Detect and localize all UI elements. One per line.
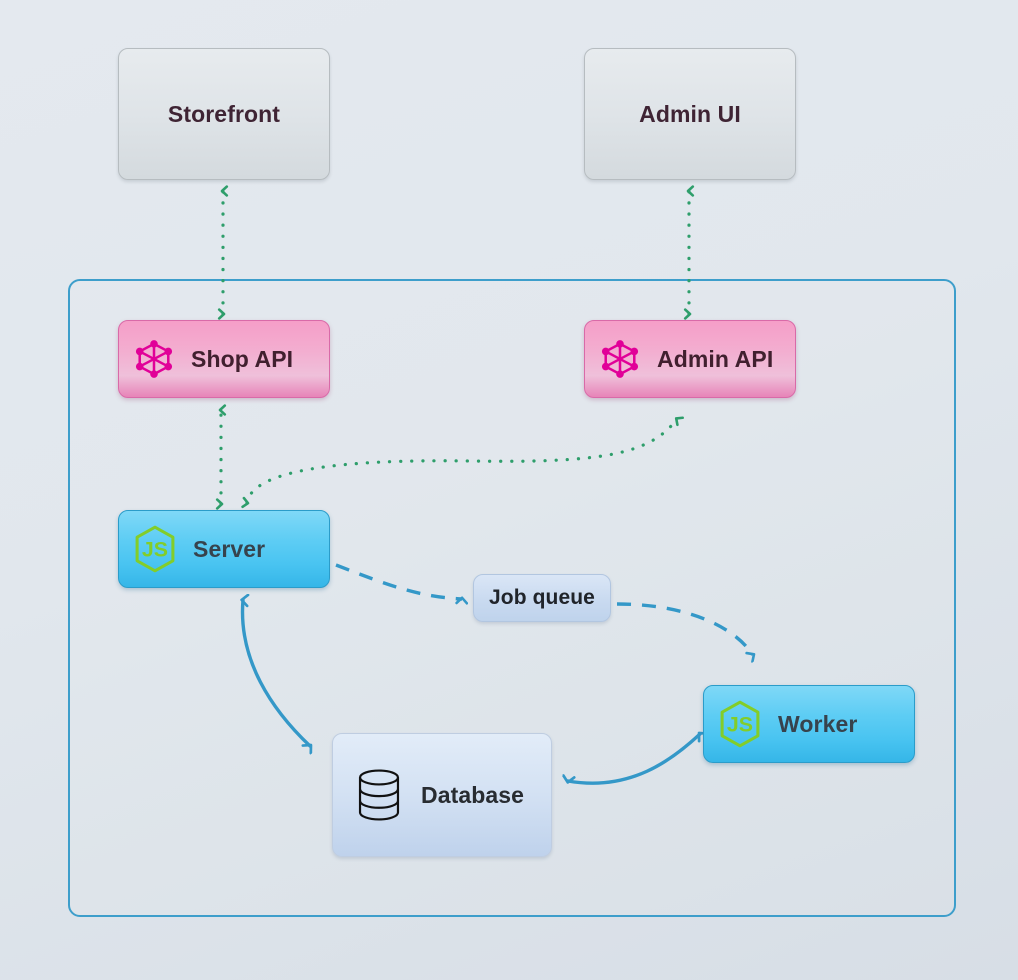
node-admin-ui[interactable]: Admin UI [584, 48, 796, 180]
node-worker-label: Worker [778, 710, 858, 737]
nodejs-icon: JS [720, 700, 760, 748]
node-job-queue[interactable]: Job queue [473, 574, 611, 622]
graphql-icon [601, 340, 639, 378]
node-shop-api-label: Shop API [191, 345, 294, 372]
node-admin-ui-label: Admin UI [639, 100, 741, 127]
node-admin-api[interactable]: Admin API [584, 320, 796, 398]
node-shop-api[interactable]: Shop API [118, 320, 330, 398]
node-database[interactable]: Database [332, 733, 552, 857]
node-server-label: Server [193, 535, 266, 562]
node-storefront-label: Storefront [167, 100, 281, 127]
node-job-queue-label: Job queue [489, 586, 595, 609]
svg-text:JS: JS [727, 712, 753, 736]
nodejs-icon: JS [135, 525, 175, 573]
node-worker[interactable]: JS Worker [703, 685, 915, 763]
svg-text:JS: JS [142, 537, 168, 561]
node-server[interactable]: JS Server [118, 510, 330, 588]
graphql-icon [135, 340, 173, 378]
node-storefront[interactable]: Storefront [118, 48, 330, 180]
node-database-label: Database [421, 781, 525, 808]
database-cylinder-icon [358, 769, 400, 821]
node-admin-api-label: Admin API [657, 345, 774, 372]
